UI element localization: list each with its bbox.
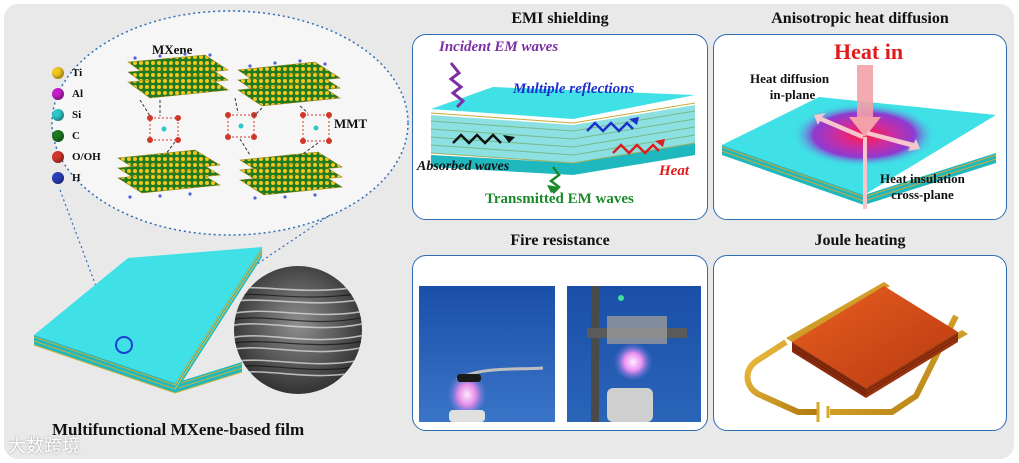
incident-wave-icon <box>448 62 466 109</box>
circuit-wire-icon <box>744 339 818 415</box>
heat-label: Heat <box>659 163 689 179</box>
o-oh-atom-icon <box>52 151 64 163</box>
reflection-wave-icon <box>586 121 634 133</box>
insulation-label-line1: Heat insulation <box>880 171 965 186</box>
mxene-sheet <box>237 61 341 107</box>
legend-label: Ti <box>72 67 83 79</box>
multiple-reflections-label: Multiple reflections <box>513 81 635 97</box>
mmt-cluster <box>300 112 332 144</box>
emi-film-illustration <box>430 62 696 194</box>
legend-item-h: H <box>52 172 81 184</box>
legend-item-o-oh: O/OH <box>52 151 101 163</box>
legend-item-al: Al <box>52 88 83 100</box>
mxene-sheet <box>127 54 229 99</box>
diffusion-label: Heat diffusion in-plane <box>750 71 829 103</box>
transmitted-wave-icon <box>548 166 561 194</box>
joule-heating-illustration <box>744 282 968 422</box>
mmt-cluster <box>225 112 257 140</box>
mxene-sheet <box>239 151 343 196</box>
legend-label: H <box>72 172 81 184</box>
si-atom-icon <box>52 109 64 121</box>
incident-label: Incident EM waves <box>439 39 559 55</box>
heat-panel: Heat in Heat diffusion in-plane Heat ins… <box>713 34 1007 220</box>
watermark: 大数跨境 <box>8 436 80 457</box>
diffusion-label-line2: in-plane <box>769 87 816 102</box>
ti-atom-icon <box>52 67 64 79</box>
legend-item-ti: Ti <box>52 67 82 79</box>
cross-plane-arrow-icon <box>863 137 867 209</box>
legend-label: C <box>72 130 80 142</box>
fire-photo-right <box>567 286 701 422</box>
legend-item-si: Si <box>52 109 81 121</box>
heat-title: Anisotropic heat diffusion <box>771 10 949 27</box>
emi-panel: Incident EM waves Multiple reflections A… <box>412 34 708 220</box>
joule-panel <box>713 255 1007 431</box>
legend-label: O/OH <box>72 151 101 163</box>
diffusion-arrow-icon <box>814 113 864 139</box>
heat-diffusion-illustration <box>721 65 997 209</box>
diffusion-label-line1: Heat diffusion <box>750 71 830 86</box>
fire-photo-left <box>419 286 555 422</box>
heat-in-arrow-icon <box>849 117 881 137</box>
al-atom-icon <box>52 88 64 100</box>
absorbed-wave-icon <box>452 133 502 145</box>
mmt-cluster <box>147 115 181 143</box>
insulation-label-line2: cross-plane <box>891 187 954 202</box>
heat-in-label: Heat in <box>834 39 904 64</box>
mxene-sheet <box>117 149 221 194</box>
absorbed-label: Absorbed waves <box>417 159 510 174</box>
fire-panel <box>412 255 708 431</box>
legend-label: Al <box>72 88 83 100</box>
joule-title: Joule heating <box>814 232 906 249</box>
h-atom-icon <box>52 172 64 184</box>
mmt-label: MMT <box>334 116 368 131</box>
mxene-label: MXene <box>152 42 193 57</box>
legend-label: Si <box>72 109 82 121</box>
emi-title: EMI shielding <box>511 10 609 27</box>
film-caption: Multifunctional MXene-based film <box>52 420 305 439</box>
c-atom-icon <box>52 130 64 142</box>
zoom-marker-icon <box>115 336 133 354</box>
transmitted-label: Transmitted EM waves <box>485 191 634 207</box>
heat-wave-icon <box>612 143 660 155</box>
legend-item-c: C <box>52 130 80 142</box>
fire-title: Fire resistance <box>510 232 610 249</box>
insulation-label: Heat insulation cross-plane <box>880 171 965 203</box>
